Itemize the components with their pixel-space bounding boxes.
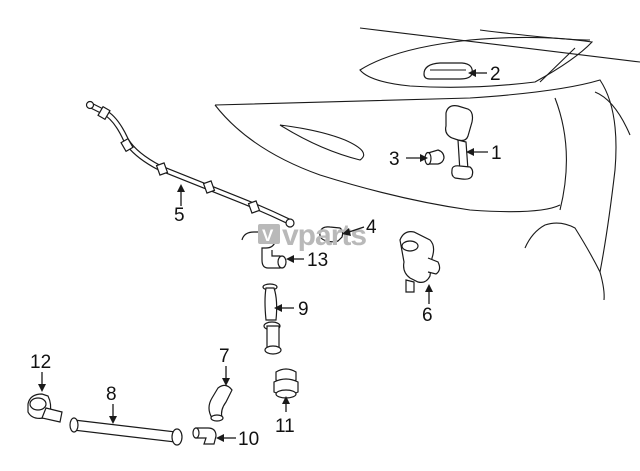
part-3-plug — [424, 149, 445, 166]
part-1-nozzle-arm — [445, 105, 474, 180]
callout-13: 13 — [307, 250, 328, 271]
watermark-brand: vparts — [282, 219, 366, 252]
part-7-elbow — [208, 384, 233, 422]
callout-6: 6 — [422, 305, 433, 326]
callout-4: 4 — [366, 217, 377, 238]
callout-3: 3 — [389, 149, 400, 170]
part-6-washer-pump — [399, 231, 441, 293]
callout-labels: 1 2 3 4 5 6 7 8 9 10 11 12 13 — [30, 64, 502, 450]
vehicle-body-outline — [214, 27, 640, 301]
callout-10: 10 — [238, 429, 259, 450]
callout-2: 2 — [490, 64, 501, 85]
callout-5: 5 — [174, 205, 185, 226]
callout-11: 11 — [275, 416, 295, 437]
callout-1: 1 — [491, 143, 502, 164]
watermark-mark: V — [262, 226, 274, 245]
part-2-nozzle-cover — [423, 62, 473, 80]
callout-7: 7 — [219, 346, 230, 367]
callout-12: 12 — [30, 352, 51, 373]
part-11-grommet — [273, 368, 299, 399]
callout-8: 8 — [106, 384, 117, 405]
part-12-fitting — [27, 393, 63, 423]
part-4-connector — [319, 226, 344, 243]
callout-arrows — [38, 69, 488, 442]
callout-9: 9 — [298, 299, 309, 320]
part-5-hose — [85, 100, 295, 228]
part-8-tube — [69, 417, 183, 446]
part-9-hose — [262, 283, 282, 355]
vparts-watermark: V vparts — [258, 219, 367, 252]
part-10-elbow — [192, 427, 217, 445]
